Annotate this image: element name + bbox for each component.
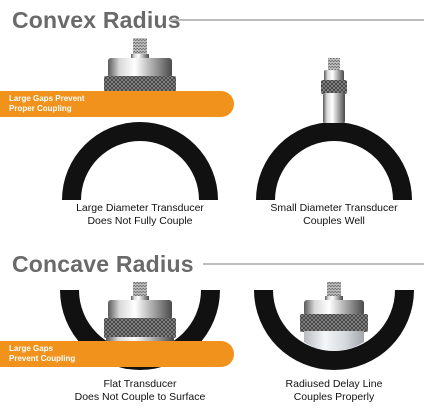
- convex-small-caption: Small Diameter Transducer Couples Well: [234, 202, 432, 228]
- concave-flat-caption: Flat Transducer Does Not Couple to Surfa…: [40, 378, 240, 404]
- concave-delay-caption: Radiused Delay Line Couples Properly: [234, 378, 432, 404]
- convex-large-panel: [62, 38, 218, 200]
- caption-line: Couples Properly: [293, 391, 375, 403]
- concave-part-right: [254, 290, 414, 370]
- concave-delay-panel: [254, 282, 414, 370]
- concave-section-title: Concave Radius: [12, 251, 194, 277]
- convex-part-left: [62, 122, 218, 200]
- convex-gap-callout: Large Gaps Prevent Proper Coupling: [0, 91, 234, 117]
- caption-line: Couples Well: [303, 215, 365, 227]
- concave-callout-line2: Prevent Coupling: [9, 354, 76, 363]
- delay-line-tip: [304, 331, 364, 351]
- caption-line: Large Diameter Transducer: [76, 202, 204, 214]
- convex-large-caption: Large Diameter Transducer Does Not Fully…: [40, 202, 240, 228]
- convex-section-rule: [170, 19, 424, 21]
- concave-section-rule: [203, 263, 424, 265]
- convex-part-right: [256, 122, 412, 200]
- flat-transducer-icon: [104, 282, 176, 343]
- caption-line: Radiused Delay Line: [285, 378, 383, 390]
- small-transducer-icon: [321, 58, 347, 123]
- convex-callout-line2: Proper Coupling: [9, 104, 72, 113]
- caption-line: Flat Transducer: [103, 378, 177, 390]
- caption-line: Small Diameter Transducer: [270, 202, 398, 214]
- concave-callout-line1: Large Gaps: [9, 344, 54, 353]
- caption-line: Does Not Couple to Surface: [74, 391, 206, 403]
- caption-line: Does Not Fully Couple: [87, 215, 193, 227]
- convex-callout-line1: Large Gaps Prevent: [9, 94, 85, 103]
- concave-gap-callout: Large Gaps Prevent Coupling: [0, 341, 234, 367]
- delay-line-transducer-icon: [300, 282, 368, 351]
- convex-small-panel: [256, 58, 412, 200]
- convex-section-title: Convex Radius: [12, 7, 181, 33]
